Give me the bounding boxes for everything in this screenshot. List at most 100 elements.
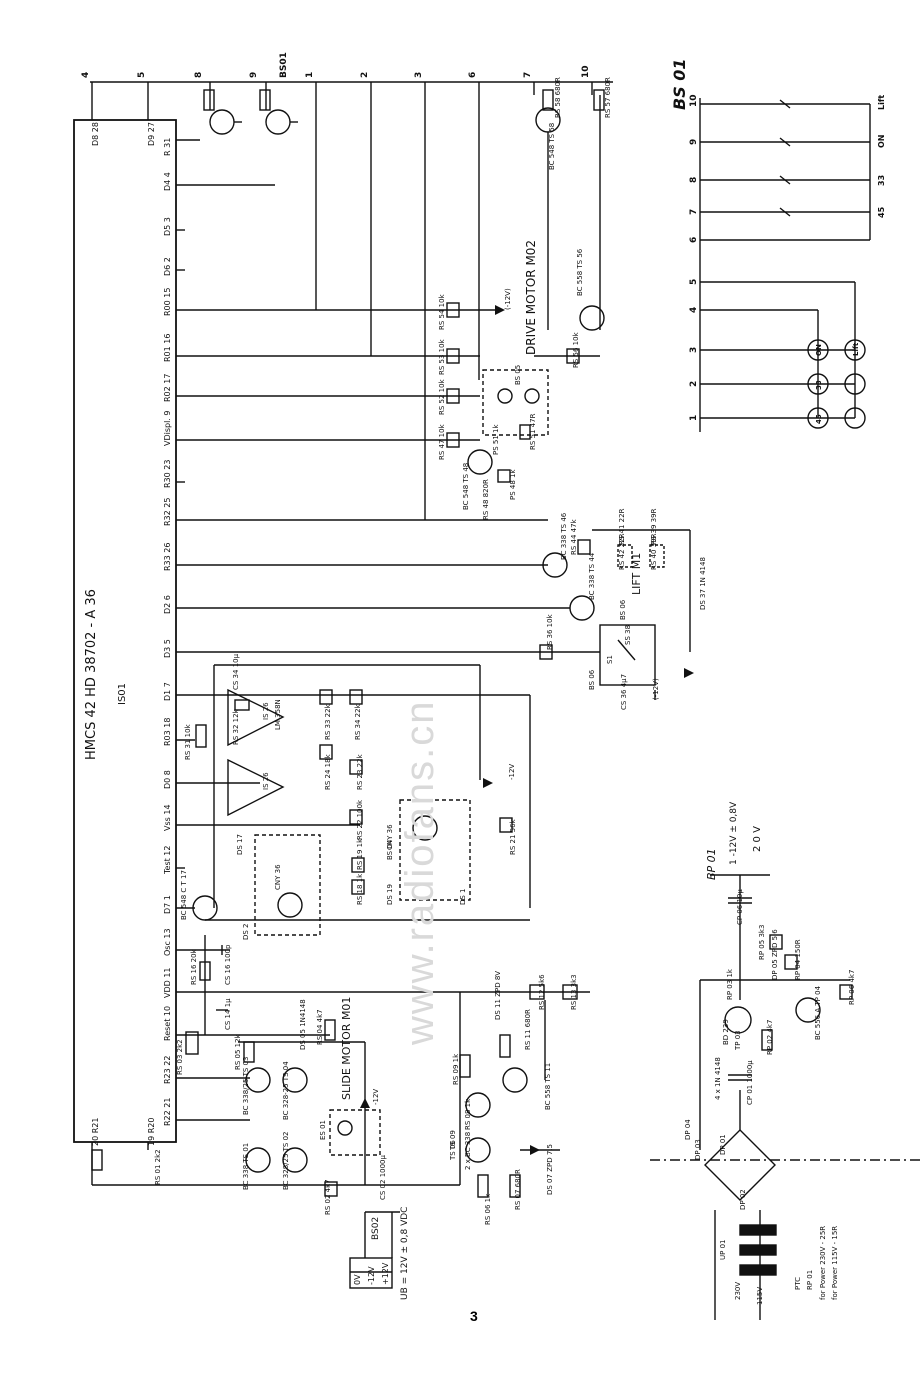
component-label: RS 19 1k xyxy=(356,838,364,870)
slide-motor-title: SLIDE MOTOR M01 xyxy=(340,997,353,1100)
component-label: BC 558 TS 56 xyxy=(576,248,584,296)
component-label: RP 01 xyxy=(806,1270,814,1290)
ic-pin-label: D6 2 xyxy=(163,257,172,276)
component-label: S1 xyxy=(606,655,614,664)
bus-number: 4 xyxy=(81,72,91,78)
bus-number: 2 xyxy=(360,72,370,78)
ic-pin-label: D8 28 xyxy=(91,122,100,146)
ic-pin-label: R00 15 xyxy=(163,288,172,316)
component-label: DS 2 xyxy=(242,923,250,940)
component-label: BS 06 xyxy=(619,599,627,620)
component-label: RS 56 10k xyxy=(572,331,580,368)
component-label: RS 41 22R xyxy=(618,508,626,545)
component-label: RS 40 39R xyxy=(650,533,658,570)
component-label: DS 07 ZPD 7.5 xyxy=(546,1144,554,1195)
ic-pin-label: D7 1 xyxy=(163,895,172,914)
component-label: BD 239 xyxy=(722,1019,730,1045)
ic-pin-label: D4 4 xyxy=(163,172,172,191)
component-label: RS 02 4k7 xyxy=(324,1179,332,1215)
component-label: RS 39 39R xyxy=(650,508,658,545)
component-label: RP 06 4k7 xyxy=(848,970,856,1005)
ic-pin-label: R32 25 xyxy=(163,498,172,526)
component-label: CNY 36 xyxy=(386,824,394,850)
bp01-pin1: 1 -12V ± 0,8V xyxy=(729,801,739,865)
component-label: BC 338 TS 01 xyxy=(242,1143,250,1190)
bs01-button-label: Lift xyxy=(852,342,860,356)
component-label: RS 42 22R xyxy=(618,533,626,570)
component-label: RS 01 2k2 xyxy=(154,1149,162,1185)
component-label: BC 558 TS 11 xyxy=(544,1063,552,1110)
ic-body xyxy=(73,119,177,1143)
ic-pin-label: Reset 10 xyxy=(163,1006,172,1041)
bs02-pin-neg12: -12V xyxy=(367,1266,376,1285)
component-label: CS 16 100p xyxy=(224,944,232,985)
ic-pin-label: VDispl. 9 xyxy=(163,411,172,447)
bus-number: 7 xyxy=(523,72,533,78)
bs01-led-label: 45 xyxy=(877,206,886,218)
ic-pin-label: Test 12 xyxy=(163,846,172,875)
component-label: RS 06 1k xyxy=(484,1193,492,1225)
component-label: RS 21 56k xyxy=(509,818,517,855)
component-label: RS 53 10k xyxy=(438,338,446,375)
component-label: RS 32 12k xyxy=(232,708,240,745)
ic-pin-label: D9 27 xyxy=(147,122,156,146)
component-label: RS 11 680R xyxy=(524,1009,532,1050)
component-label: RS 24 18k xyxy=(324,753,332,790)
component-label: IS 26 xyxy=(262,772,270,790)
component-label: RS 31 10k xyxy=(184,723,192,760)
bp01-title: BP 01 xyxy=(705,848,718,880)
bs02-pin-pos12: +12V xyxy=(381,1262,390,1285)
component-label: DS 1 xyxy=(459,888,467,905)
component-label: DP 05 ZPD 5,6 xyxy=(771,929,779,980)
component-label: ES 01 xyxy=(319,1120,327,1140)
bs01-title: BS 01 xyxy=(670,58,689,110)
bs01-button-label: 33 xyxy=(815,380,823,390)
ic-pin-label: R30 23 xyxy=(163,460,172,488)
component-label: PTC xyxy=(794,1277,802,1290)
component-label: BC 338/25 TS 03 xyxy=(242,1057,250,1116)
component-label: RS 34 22k xyxy=(354,703,362,740)
component-label: RS 58 680R xyxy=(554,77,562,118)
component-label: (-12V) xyxy=(652,678,660,700)
component-label: RS 51 47R xyxy=(529,413,537,450)
ic-pin-label: D2 6 xyxy=(163,595,172,614)
component-label: DP 04 xyxy=(684,1119,692,1140)
component-label: RS 23 22k xyxy=(356,753,364,790)
component-label: BC 548 TS 48 xyxy=(462,463,470,510)
lift-title: LIFT M1 xyxy=(630,553,643,595)
component-label: -12V xyxy=(372,1089,380,1105)
component-label: DP 01 xyxy=(719,1134,727,1155)
component-label: 2 x BC 338 xyxy=(464,1132,472,1170)
component-label: SS 38 xyxy=(624,625,632,645)
component-label: CP 01 1000µ xyxy=(746,1060,754,1105)
component-label: DS 05 1N4148 xyxy=(299,999,307,1050)
ic-pin-label: R33 26 xyxy=(163,543,172,571)
component-label: RP 02 4k7 xyxy=(766,1020,774,1055)
bus-number: 3 xyxy=(414,72,424,78)
component-label: RS 09 1k xyxy=(452,1053,460,1085)
component-label: RS 52 10k xyxy=(438,378,446,415)
bs01-pin-number: 9 xyxy=(689,139,699,145)
bus-number: 5 xyxy=(137,72,147,78)
component-label: RP 03 1k xyxy=(726,968,734,1000)
watermark-text: www.radiofans.cn xyxy=(398,700,442,1046)
ic-pin-label: R03 18 xyxy=(163,718,172,746)
component-label: BS 04 xyxy=(386,839,394,860)
component-label: BC 548 TS 58 xyxy=(548,123,556,170)
component-label: RS 08 1k xyxy=(464,1098,472,1130)
bs02-ref: BS02 xyxy=(371,1217,381,1240)
component-label: BC 328/25 TS 02 xyxy=(282,1132,290,1191)
bs02-note: UB = 12V ± 0,8 VDC xyxy=(400,1207,410,1300)
ic-pin-label: D5 3 xyxy=(163,217,172,236)
component-label: RS 47 10k xyxy=(438,423,446,460)
bs02-pin-0v: 0V xyxy=(353,1274,362,1285)
component-label: RS 07 680R xyxy=(514,1169,522,1210)
component-label: BC 556 A TP 04 xyxy=(814,985,822,1040)
component-label: BS 05 xyxy=(514,365,522,385)
bs01-button-label: 45 xyxy=(815,414,823,424)
component-label: RS 12 5k6 xyxy=(538,974,546,1010)
